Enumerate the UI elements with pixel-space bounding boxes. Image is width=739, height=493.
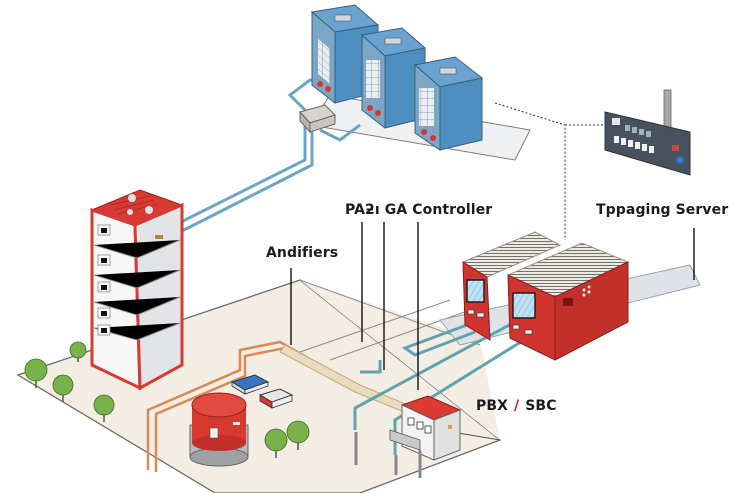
blue-cabinet-3 xyxy=(413,56,484,151)
trees xyxy=(24,341,310,458)
pa-controller-label: PAƻı GA Controller xyxy=(345,202,493,218)
blue-cabinet-2 xyxy=(360,27,427,130)
network-switch xyxy=(299,104,336,134)
amplifiers-label: Andifiers xyxy=(266,245,339,261)
server-rack xyxy=(90,189,184,391)
blue-cables-top xyxy=(174,78,361,234)
paging-panel xyxy=(604,89,691,176)
dotted-link xyxy=(494,102,605,240)
red-server-unit-1 xyxy=(461,231,562,341)
pbx-sbc-label: PBX / SBC xyxy=(476,398,557,414)
red-server-unit-2 xyxy=(506,242,630,361)
tree xyxy=(52,374,74,402)
separator-slash: / xyxy=(514,398,520,414)
sbc-text: SBC xyxy=(525,398,557,414)
tree xyxy=(264,428,288,458)
pbx-text: PBX xyxy=(476,398,509,414)
pbx-building xyxy=(354,395,462,478)
teal-cables xyxy=(353,320,541,455)
tree xyxy=(69,341,87,362)
paging-server-label: Tppaging Server xyxy=(596,202,729,218)
red-tank xyxy=(189,392,249,467)
small-device-blue xyxy=(230,374,270,395)
tree xyxy=(24,358,48,388)
tree xyxy=(286,420,310,450)
leader-lines xyxy=(290,222,419,390)
tree xyxy=(93,394,115,422)
small-device-red xyxy=(258,388,294,409)
